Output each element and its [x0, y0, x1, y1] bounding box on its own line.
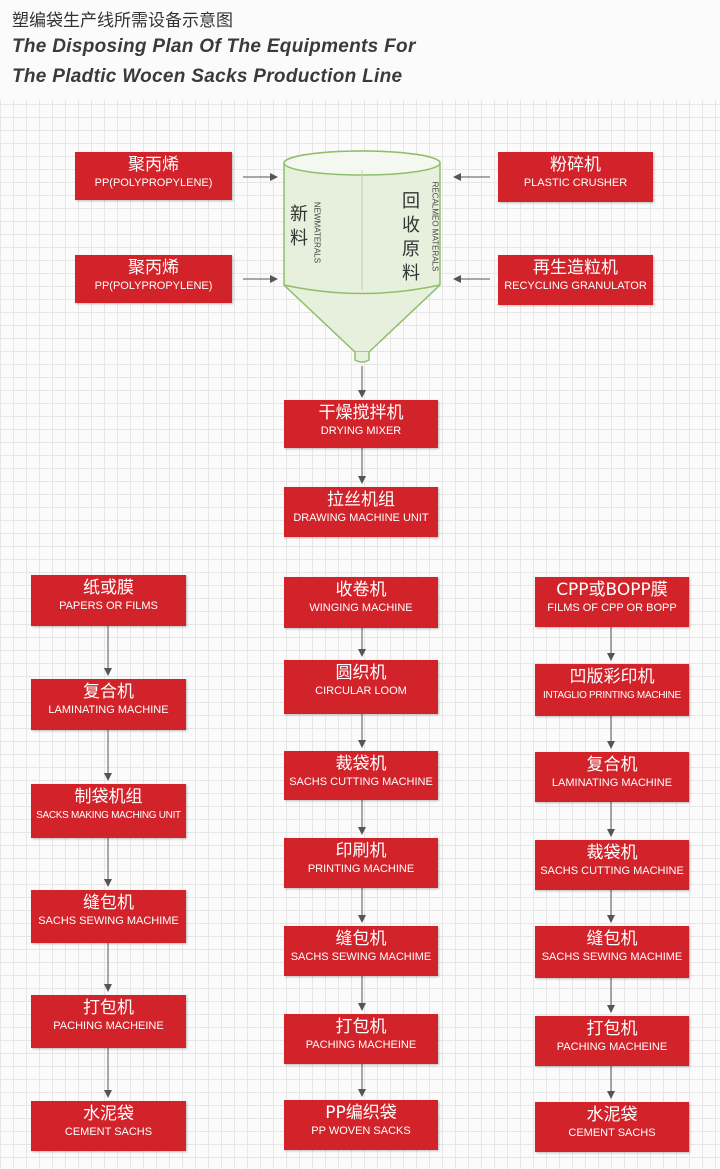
- input-box-plastic-crusher: 粉碎机 PLASTIC CRUSHER: [498, 152, 653, 202]
- box-label-cn: 收卷机: [335, 580, 387, 600]
- box-label-en: SACHS CUTTING MACHINE: [289, 776, 433, 788]
- hopper-recycled-material-cn: 回 收 原 料: [402, 191, 420, 284]
- box-label-en: PP(POLYPROPYLENE): [94, 280, 213, 292]
- left-box-sachs-sewing-machime: 缝包机 SACHS SEWING MACHIME: [31, 890, 186, 943]
- left-box-laminating-machine: 复合机 LAMINATING MACHINE: [31, 679, 186, 730]
- box-label-en: PP(POLYPROPYLENE): [94, 177, 213, 189]
- box-label-cn: 圆织机: [335, 663, 387, 683]
- right-box-sachs-sewing-machime: 缝包机 SACHS SEWING MACHIME: [535, 926, 689, 978]
- box-label-cn: 裁袋机: [335, 754, 387, 774]
- box-label-en: RECYCLING GRANULATOR: [504, 280, 647, 292]
- box-label-cn: 缝包机: [335, 929, 387, 949]
- box-label-en: SACHS SEWING MACHIME: [541, 951, 683, 963]
- box-label-cn: 粉碎机: [550, 155, 601, 175]
- box-label-en: SACHS SEWING MACHIME: [290, 951, 432, 963]
- box-label-cn: 缝包机: [586, 929, 638, 949]
- box-label-en: CEMENT SACHS: [64, 1126, 153, 1138]
- box-label-cn: 打包机: [83, 998, 134, 1018]
- box-label-cn: 裁袋机: [586, 843, 638, 863]
- hopper-silo: [283, 150, 441, 363]
- box-label-en: CEMENT SACHS: [568, 1127, 656, 1139]
- box-label-en: PAPERS OR FILMS: [59, 600, 158, 612]
- box-label-en: LAMINATING MACHINE: [551, 777, 673, 789]
- box-label-cn: 水泥袋: [83, 1104, 134, 1124]
- box-label-en: DRAWING MACHINE UNIT: [293, 512, 429, 524]
- box-label-en: LAMINATING MACHINE: [48, 704, 169, 716]
- center-box-drying-mixer: 干燥搅拌机 DRYING MIXER: [284, 400, 438, 448]
- right-box-intaglio-printing-machine: 凹版彩印机 INTAGLIO PRINTING MACHINE: [535, 664, 689, 716]
- center-box-drawing-machine-unit: 拉丝机组 DRAWING MACHINE UNIT: [284, 487, 438, 537]
- center-box-circular-loom: 圆织机 CIRCULAR LOOM: [284, 660, 438, 714]
- box-label-cn: 印刷机: [335, 841, 387, 861]
- right-box-laminating-machine: 复合机 LAMINATING MACHINE: [535, 752, 689, 802]
- left-box-paching-macheine: 打包机 PACHING MACHEINE: [31, 995, 186, 1048]
- box-label-en: SACKS MAKING MACHING UNIT: [36, 810, 181, 821]
- title-chinese: 塑编袋生产线所需设备示意图: [12, 11, 233, 31]
- input-box-polypropylene-2: 聚丙烯 PP(POLYPROPYLENE): [75, 255, 232, 303]
- hopper-new-material-en: NEWMATERALS: [312, 201, 322, 264]
- title-english-line2: The Pladtic Wocen Sacks Production Line: [12, 66, 403, 87]
- box-label-en: INTAGLIO PRINTING MACHINE: [543, 690, 681, 701]
- center-box-pp-woven-sacks: PP编织袋 PP WOVEN SACKS: [284, 1100, 438, 1150]
- center-box-sachs-cutting-machine: 裁袋机 SACHS CUTTING MACHINE: [284, 751, 438, 800]
- box-label-cn: PP编织袋: [325, 1103, 397, 1123]
- center-box-sachs-sewing-machime: 缝包机 SACHS SEWING MACHIME: [284, 926, 438, 976]
- box-label-cn: 复合机: [586, 755, 638, 775]
- left-box-cement-sachs: 水泥袋 CEMENT SACHS: [31, 1101, 186, 1151]
- box-label-en: FILMS OF CPP OR BOPP: [547, 602, 677, 614]
- box-label-cn: 凹版彩印机: [569, 667, 655, 687]
- hopper-recycled-material-en: RECALMEO MATERALS: [430, 181, 440, 272]
- right-box-paching-macheine: 打包机 PACHING MACHEINE: [535, 1016, 689, 1066]
- input-box-polypropylene-1: 聚丙烯 PP(POLYPROPYLENE): [75, 152, 232, 200]
- box-label-cn: CPP或BOPP膜: [556, 580, 668, 600]
- header: 塑编袋生产线所需设备示意图 The Disposing Plan Of The …: [0, 0, 720, 100]
- box-label-cn: 聚丙烯: [128, 258, 179, 278]
- box-label-en: PACHING MACHEINE: [556, 1041, 668, 1053]
- left-box-sacks-making-unit: 制袋机组 SACKS MAKING MACHING UNIT: [31, 784, 186, 838]
- box-label-cn: 缝包机: [83, 893, 134, 913]
- box-label-cn: 干燥搅拌机: [318, 403, 404, 423]
- box-label-en: PACHING MACHEINE: [53, 1020, 164, 1032]
- right-box-cement-sachs: 水泥袋 CEMENT SACHS: [535, 1102, 689, 1152]
- box-label-cn: 水泥袋: [586, 1105, 638, 1125]
- center-box-winging-machine: 收卷机 WINGING MACHINE: [284, 577, 438, 628]
- box-label-en: PACHING MACHEINE: [305, 1039, 417, 1051]
- box-label-en: PLASTIC CRUSHER: [523, 177, 628, 189]
- box-label-cn: 拉丝机组: [327, 490, 395, 510]
- input-box-recycling-granulator: 再生造粒机 RECYCLING GRANULATOR: [498, 255, 653, 305]
- right-box-films-cpp-bopp: CPP或BOPP膜 FILMS OF CPP OR BOPP: [535, 577, 689, 627]
- left-box-papers-or-films: 纸或膜 PAPERS OR FILMS: [31, 575, 186, 626]
- box-label-cn: 聚丙烯: [128, 155, 179, 175]
- box-label-cn: 复合机: [83, 682, 134, 702]
- title-english-line1: The Disposing Plan Of The Equipments For: [12, 36, 416, 57]
- box-label-en: CIRCULAR LOOM: [315, 685, 407, 697]
- center-box-printing-machine: 印刷机 PRINTING MACHINE: [284, 838, 438, 888]
- box-label-en: PRINTING MACHINE: [307, 863, 415, 875]
- hopper-new-material-cn: 新 料: [290, 204, 308, 249]
- box-label-cn: 打包机: [335, 1017, 387, 1037]
- center-box-paching-macheine: 打包机 PACHING MACHEINE: [284, 1014, 438, 1064]
- right-box-sachs-cutting-machine: 裁袋机 SACHS CUTTING MACHINE: [535, 840, 689, 890]
- box-label-cn: 纸或膜: [83, 578, 134, 598]
- box-label-en: SACHS CUTTING MACHINE: [540, 865, 684, 877]
- box-label-en: DRYING MIXER: [320, 425, 402, 437]
- box-label-cn: 制袋机组: [74, 787, 143, 807]
- box-label-en: SACHS SEWING MACHIME: [38, 915, 179, 927]
- box-label-cn: 打包机: [586, 1019, 638, 1039]
- box-label-en: PP WOVEN SACKS: [311, 1125, 411, 1137]
- box-label-en: WINGING MACHINE: [309, 602, 413, 614]
- box-label-cn: 再生造粒机: [533, 258, 618, 278]
